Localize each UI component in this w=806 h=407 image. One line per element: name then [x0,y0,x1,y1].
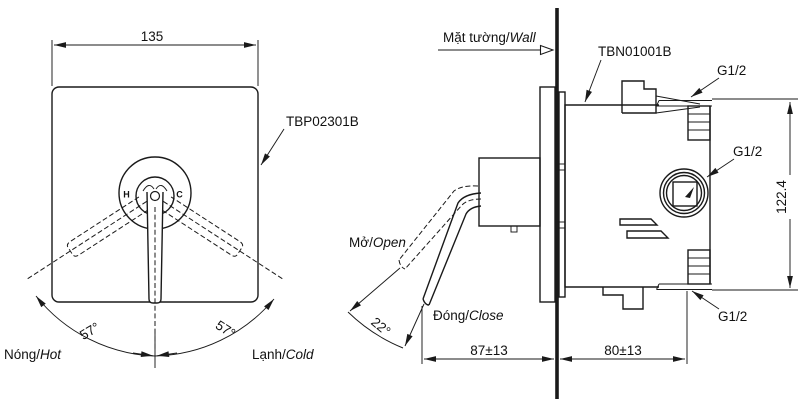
dim-hot-angle: 57° [77,319,102,342]
height-dimension: 122.4 [712,98,798,291]
wall-label-en: Wall [510,30,537,45]
lever-handle-front [146,191,164,350]
trim-product-code: TBP02301B [286,114,359,129]
depth-dimensions: 87±13 80±13 [421,291,688,364]
handle-pivot-detail [142,185,168,202]
close-label: Đóng/Close [433,308,504,323]
close-label-en: Close [469,308,504,323]
open-label: Mở/Open [349,235,406,250]
hot-label-vi: Nóng/ [4,347,40,362]
dim-front-depth: 87±13 [470,343,507,358]
lever-handle-side [398,157,541,306]
dim-height: 122.4 [774,180,789,214]
valve-body [564,80,712,310]
dim-open-angle: 22° [368,314,393,339]
cold-label-en: Cold [286,347,314,362]
side-view: Mặt tường/Wall [347,8,798,399]
hot-marker: H [123,190,130,200]
thread-top-label: G1/2 [717,63,746,78]
plate-side-view [539,86,556,303]
thread-front-label: G1/2 [733,144,762,159]
cold-marker: C [176,190,183,200]
outlet-pointer [685,187,694,198]
dim-rear-depth: 80±13 [604,343,641,358]
wall-label: Mặt tường/Wall [443,30,537,45]
open-label-en: Open [373,235,406,250]
thread-callout-top: G1/2 [690,63,746,98]
hot-label-en: Hot [40,347,62,362]
hot-label: Nóng/Hot [4,347,62,362]
open-label-vi: Mở/ [349,235,373,250]
open-angle-dimension: 22° [347,267,425,349]
handle-hub-side [478,157,541,227]
wall-label-vi: Mặt tường/ [443,30,510,45]
thread-callout-bottom: G1/2 [691,290,747,324]
thread-callout-front: G1/2 [706,144,762,178]
dim-cold-angle: 57° [213,317,238,341]
wall-callout: Mặt tường/Wall [438,30,553,50]
valve-product-callout: TBN01001B [584,44,672,103]
flange-tick-top [558,163,566,171]
trim-product-callout: TBP02301B [260,114,359,166]
lever-position-hot-dashed [26,196,148,280]
cold-label-vi: Lạnh/ [252,347,286,362]
valve-product-code: TBN01001B [598,44,672,59]
swing-angle-dimension: 57° 57° [35,295,275,368]
lever-position-cold-dashed [162,196,284,280]
width-dimension: 135 [51,29,259,86]
valve-flange [558,91,566,298]
flange-tick-bottom [558,221,566,229]
front-view: 135 H C [4,29,359,368]
dim-plate-width: 135 [141,29,164,44]
thread-bottom-label: G1/2 [718,309,747,324]
cold-label: Lạnh/Cold [252,347,314,362]
close-label-vi: Đóng/ [433,308,469,323]
